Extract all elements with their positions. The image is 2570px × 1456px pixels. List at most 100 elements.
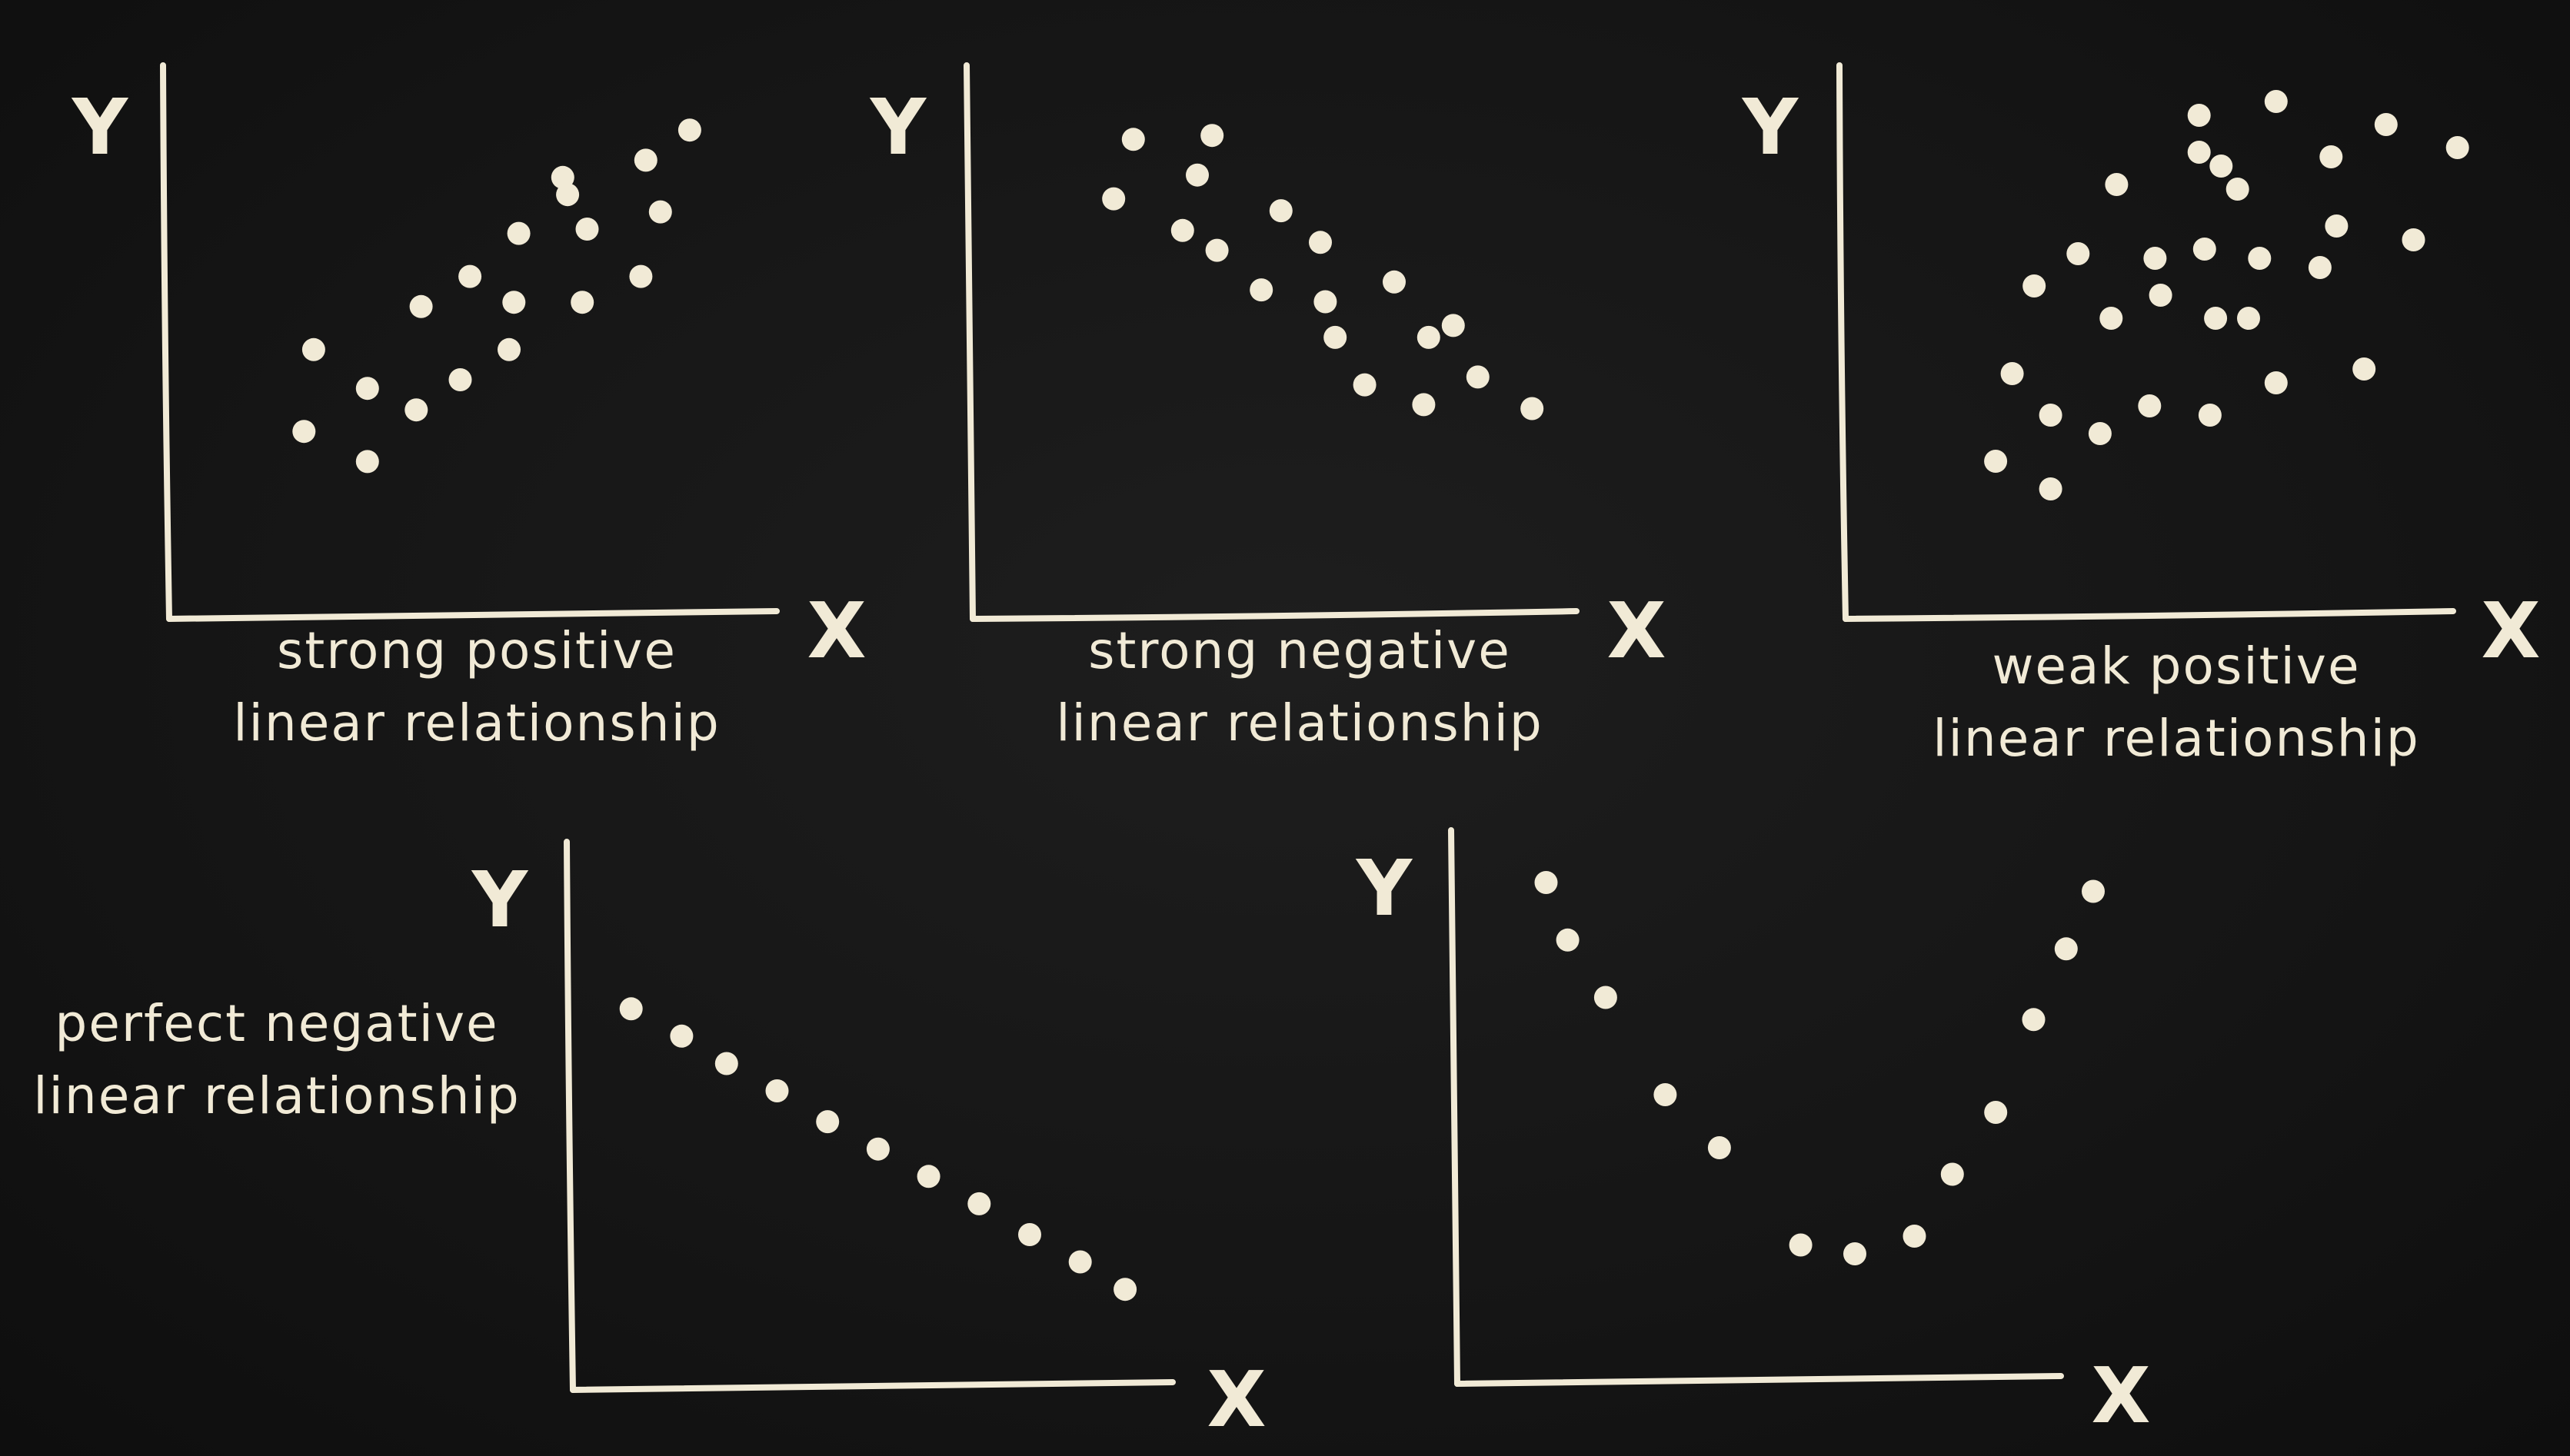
data-point [1250,278,1273,301]
caption-line: perfect negative [0,988,554,1060]
data-point [508,222,531,245]
data-point [2248,247,2271,270]
caption-line: linear relationship [984,687,1615,760]
x-axis-line [1457,1376,2061,1384]
data-point [1442,314,1465,337]
data-point [1200,124,1223,147]
data-point [1313,291,1337,314]
data-point [2402,228,2425,251]
data-point [1594,986,1617,1009]
data-point [1941,1163,1964,1186]
data-point [2237,307,2260,330]
data-point [1789,1234,1813,1257]
data-point [498,338,521,361]
data-point [620,997,643,1020]
x-axis-label: X [1606,586,1666,676]
data-point [2204,307,2227,330]
caption-line: strong negative [984,615,1615,687]
data-point [2265,90,2288,113]
data-point [1186,164,1209,187]
data-point [2089,422,2112,445]
data-point [2039,477,2062,500]
x-axis-label: X [807,586,866,676]
data-point [1309,231,1332,254]
data-point [1556,929,1580,952]
data-point [1466,365,1490,388]
data-point [967,1192,990,1215]
data-point [2188,104,2211,127]
data-point [1270,199,1293,222]
data-point [766,1079,789,1102]
caption-chart-4: perfect negative linear relationship [0,988,554,1132]
data-point [356,377,379,400]
data-point [2309,256,2332,279]
data-point [1417,326,1440,349]
caption-line: linear relationship [154,687,800,760]
data-point [2066,242,2089,265]
data-point [2001,362,2024,385]
data-point [556,183,579,206]
caption-chart-3: weak positive linear relationship [1838,630,2515,775]
data-point [1323,326,1347,349]
data-point [2352,357,2375,381]
caption-line: linear relationship [1838,703,2515,775]
data-point [2099,307,2122,330]
data-point [449,368,472,391]
data-point [576,218,599,241]
data-point [678,118,701,141]
data-point [649,201,672,224]
caption-chart-2: strong negative linear relationship [984,615,1615,760]
y-axis-label: Y [870,82,927,172]
data-point [2039,404,2062,427]
data-point [1122,128,1145,151]
data-point [302,338,325,361]
data-point [1984,1101,2007,1124]
data-point [1984,450,2007,473]
data-point [634,148,657,171]
data-point [502,291,525,314]
y-axis-label: Y [1356,843,1413,933]
data-point [1114,1278,1137,1301]
y-axis-label: Y [1742,82,1799,172]
data-point [2188,141,2211,164]
data-point [1069,1251,1092,1274]
data-point [867,1138,890,1161]
data-point [410,295,433,318]
y-axis-line [1839,65,1846,619]
data-point [1653,1083,1676,1106]
data-point [1535,871,1558,894]
data-point [1018,1223,1041,1246]
data-point [2143,247,2166,270]
caption-line: weak positive [1838,630,2515,703]
data-point [292,420,315,443]
data-point [356,450,379,473]
data-point [1520,397,1543,421]
data-point [1412,393,1435,416]
y-axis-line [1451,830,1457,1384]
data-point [571,291,594,314]
data-point [629,265,652,288]
data-point [2022,274,2046,298]
data-point [2149,284,2172,307]
data-point [458,265,481,288]
data-point [2209,155,2232,178]
data-point [2082,880,2105,903]
data-point [2055,937,2078,960]
data-point [816,1110,839,1133]
data-point [2138,394,2161,417]
data-point [917,1165,940,1188]
caption-line: linear relationship [0,1060,554,1132]
y-axis-label: Y [72,82,129,172]
x-axis-label: X [2091,1351,2150,1441]
y-axis-label: Y [471,855,529,945]
caption-chart-1: strong positive linear relationship [154,615,800,760]
data-point [1353,374,1377,397]
data-point [2319,145,2342,168]
data-point [1708,1136,1731,1159]
data-point [1843,1242,1866,1265]
data-point [1903,1225,1926,1248]
y-axis-line [967,65,973,619]
data-point [715,1052,738,1075]
data-point [1171,219,1194,242]
